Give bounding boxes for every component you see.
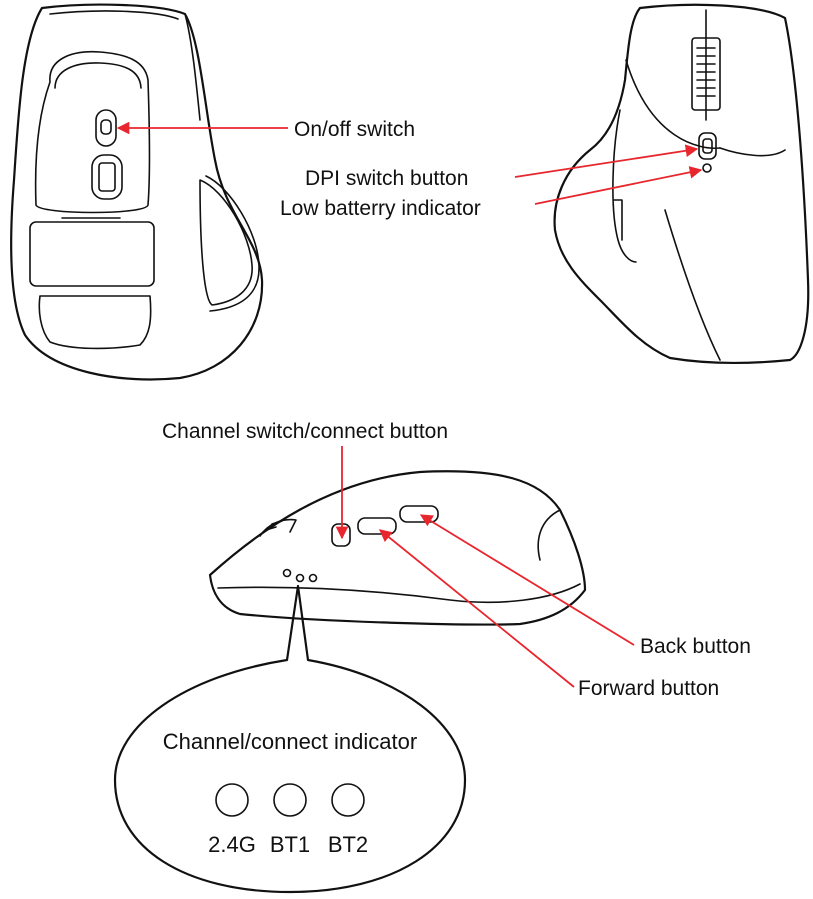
low-battery-led-icon — [702, 163, 712, 173]
indicator-light-bt2 — [331, 783, 365, 817]
low-battery-indicator-label: Low batterry indicator — [280, 197, 481, 220]
battery-callout — [534, 166, 703, 205]
channel-switch-label: Channel switch/connect button — [162, 420, 448, 443]
mouse-top-view — [553, 3, 810, 364]
indicator-light-label-2-4g: 2.4G — [208, 832, 256, 857]
dpi-switch-button[interactable] — [698, 132, 717, 160]
back-button-label: Back button — [640, 635, 751, 658]
on-off-switch[interactable] — [95, 109, 117, 147]
mouse-bottom-view — [10, 3, 264, 381]
side-indicator-dot-1 — [282, 568, 292, 578]
side-indicator-dot-2 — [295, 573, 305, 583]
dpi-switch-button-label: DPI switch button — [305, 167, 468, 190]
indicator-light-label-bt1: BT1 — [270, 832, 310, 857]
dpi-callout — [514, 144, 699, 178]
channel-switch-button[interactable] — [331, 523, 351, 547]
indicator-light-bt1 — [273, 783, 307, 817]
scroll-wheel-icon — [691, 37, 721, 111]
back-callout — [419, 514, 635, 646]
indicator-light-2-4g — [215, 783, 249, 817]
mouse-side-view — [208, 470, 587, 626]
on-off-switch-label: On/off switch — [294, 118, 415, 141]
indicator-light-label-bt2: BT2 — [328, 832, 368, 857]
back-button[interactable] — [399, 505, 439, 523]
optical-sensor-icon — [91, 154, 123, 200]
indicator-bubble: Channel/connect indicator 2.4G BT1 BT2 — [113, 584, 467, 894]
indicator-bubble-title: Channel/connect indicator — [163, 729, 417, 754]
forward-button[interactable] — [357, 517, 397, 535]
forward-callout — [379, 529, 575, 688]
side-indicator-dot-3 — [308, 573, 318, 583]
callout-lines — [116, 121, 703, 688]
forward-button-label: Forward button — [578, 677, 719, 700]
